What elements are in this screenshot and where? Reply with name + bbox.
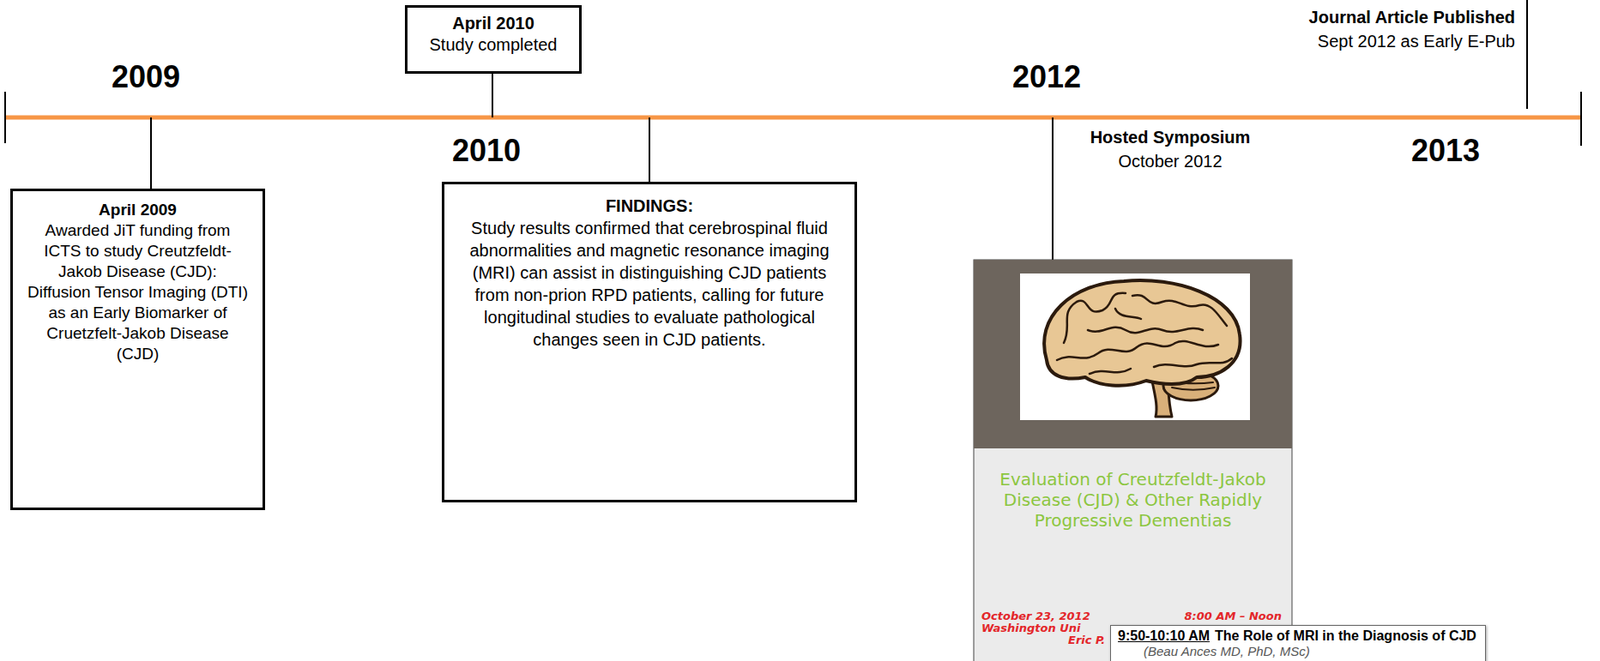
findings-heading: FINDINGS:	[464, 194, 834, 218]
flyer-host: Eric P.	[1068, 634, 1105, 647]
picture-frame	[1020, 273, 1250, 421]
flyer-title: Evaluation of Creutzfeldt-Jakob Disease …	[980, 469, 1286, 532]
event-date: October 2012	[1070, 150, 1270, 172]
timeline-axis	[5, 91, 1582, 146]
symposium-flyer: Evaluation of Creutzfeldt-Jakob Disease …	[973, 259, 1293, 661]
leader-line	[491, 73, 494, 118]
flyer-band	[973, 259, 1293, 449]
talk-speaker: (Beau Ances MD, PhD, MSc)	[1117, 644, 1477, 660]
brain-picture	[1044, 280, 1240, 417]
year-label: 2010	[452, 132, 521, 170]
flyer-art	[973, 259, 1293, 661]
flyer-time: 8:00 AM – Noon	[1184, 610, 1282, 623]
leader-line	[150, 117, 152, 189]
year-label: 2009	[111, 58, 181, 96]
talk-title: The Role of MRI in the Diagnosis of CJD	[1214, 628, 1477, 645]
milestone-date: April 2010	[414, 12, 573, 35]
year-label: 2012	[1012, 58, 1081, 96]
milestone-box: April 2010Study completed	[404, 5, 582, 74]
leader-line	[1051, 117, 1054, 260]
findings-box: FINDINGS:Study results confirmed that ce…	[441, 181, 858, 503]
flyer-venue: Washington Uni	[981, 622, 1081, 635]
end-tick	[1580, 91, 1582, 146]
leader-line	[648, 117, 651, 182]
event-date: Sept 2012 as Early E-Pub	[1317, 30, 1516, 52]
event-title: Journal Article Published	[1309, 6, 1516, 28]
milestone-box: April 2009Awarded JiT funding from ICTS …	[10, 188, 266, 511]
agenda-excerpt: 9:50-10:10 AMThe Role of MRI in the Diag…	[1110, 625, 1486, 661]
flyer-ground	[973, 259, 1293, 661]
timeline-bar	[5, 115, 1582, 121]
year-label: 2013	[1411, 132, 1480, 170]
brain-folds	[1056, 293, 1232, 375]
cerebrum	[1044, 280, 1240, 387]
findings-text: Study results confirmed that cerebrospin…	[464, 217, 834, 351]
leader-line	[1526, 0, 1528, 109]
milestone-text: Awarded JiT funding from ICTS to study C…	[24, 220, 251, 365]
talk-time: 9:50-10:10 AM	[1117, 628, 1210, 645]
milestone-text: Study completed	[414, 34, 573, 56]
flyer-date: October 23, 2012	[981, 610, 1091, 623]
end-tick	[4, 91, 7, 144]
milestone-date: April 2009	[24, 199, 251, 221]
event-title: Hosted Symposium	[1070, 126, 1270, 148]
